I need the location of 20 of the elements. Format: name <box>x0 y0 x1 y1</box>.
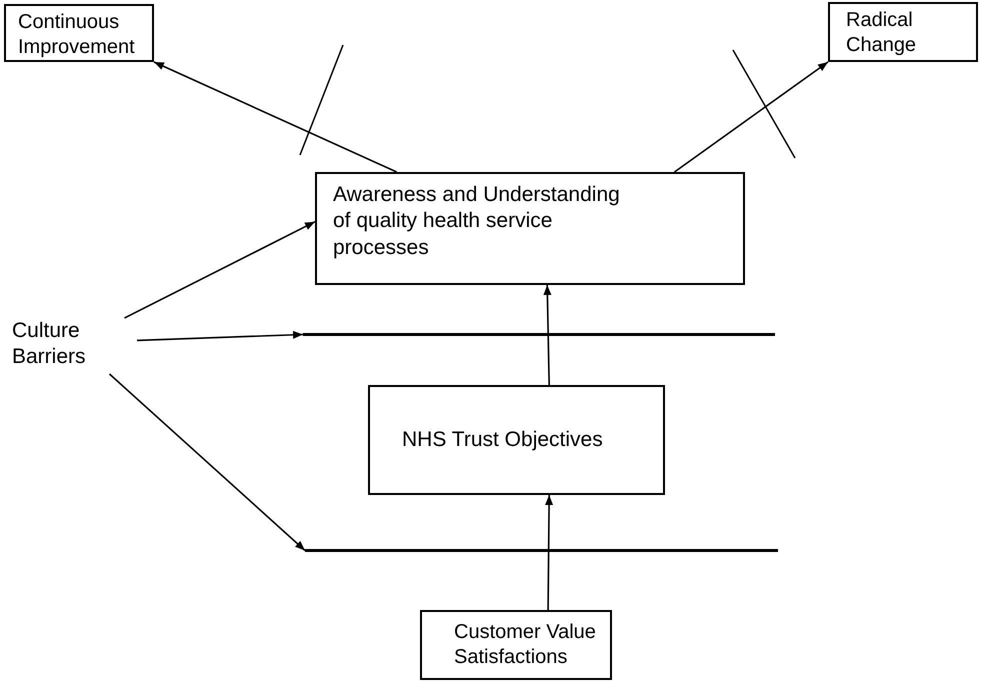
barrier-line <box>303 333 775 336</box>
outcome-box <box>4 4 154 62</box>
process-box <box>420 610 612 680</box>
bare-label: Culture Barriers <box>12 318 87 370</box>
process-box <box>315 172 745 285</box>
box-label: Radical Change <box>846 8 918 58</box>
box-label: Continuous Improvement <box>18 10 136 60</box>
box-label: Customer Value Satisfactions <box>454 620 597 670</box>
box-label: Awareness and Understanding of quality health service processes <box>333 182 621 260</box>
barrier-line <box>305 549 778 552</box>
arrow <box>674 61 828 173</box>
box-label: NHS Trust Objectives <box>402 427 603 454</box>
arrow <box>154 61 398 173</box>
arrow <box>545 495 554 610</box>
arrow <box>543 284 552 386</box>
outcome-box <box>828 2 978 62</box>
process-box <box>368 385 665 495</box>
arrow <box>136 330 304 342</box>
arrow <box>108 373 306 552</box>
arrow <box>124 221 316 319</box>
